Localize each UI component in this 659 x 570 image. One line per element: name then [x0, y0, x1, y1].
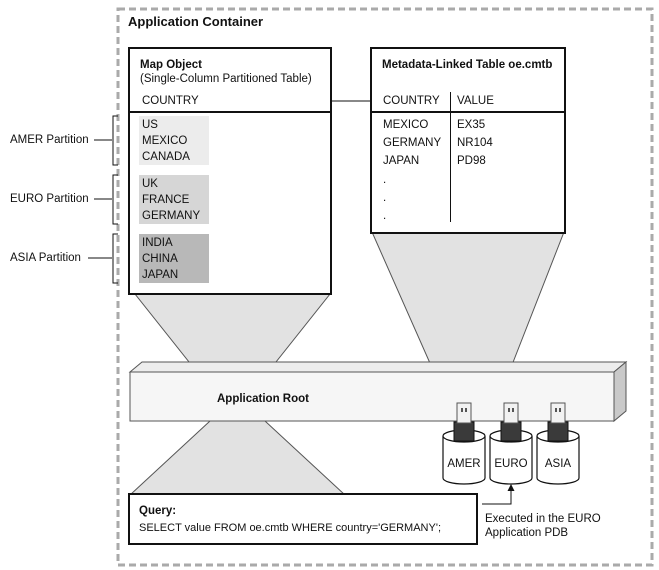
- euro-row: FRANCE: [142, 194, 190, 206]
- app-root-front-face: [129, 371, 615, 422]
- pdb-amer-plug-pin: [461, 408, 463, 412]
- executed-arrow-head: [507, 484, 515, 491]
- pdb-amer-plug-icon: [453, 421, 475, 442]
- amer-bracket: [112, 115, 118, 166]
- app-root-label: Application Root: [217, 393, 309, 405]
- pdb-amer-plug-prong-icon: [456, 402, 472, 424]
- euro-row: GERMANY: [142, 210, 201, 222]
- query-projection: [128, 420, 347, 496]
- amer-row: US: [142, 119, 158, 131]
- metadata-ellipsis: .: [383, 174, 387, 186]
- map-object-column-header: COUNTRY: [142, 95, 199, 107]
- amer-row: MEXICO: [142, 135, 188, 147]
- metadata-column-divider: [450, 92, 451, 222]
- asia-row: INDIA: [142, 237, 173, 249]
- amer-partition-label: AMER Partition: [10, 134, 89, 146]
- pdb-amer-cylinder-body: [442, 436, 486, 485]
- metadata-ellipsis: .: [383, 192, 387, 204]
- euro-partition-block: [139, 175, 209, 224]
- map-object-title: Map Object: [140, 59, 202, 71]
- asia-row: CHINA: [142, 253, 178, 265]
- pdb-asia-cylinder-body: [536, 436, 580, 485]
- metadata-cell-value: EX35: [457, 119, 486, 131]
- asia-partition-label: ASIA Partition: [10, 252, 81, 264]
- pdb-euro-plug-prong-icon: [503, 402, 519, 424]
- amer-partition-block: [139, 116, 209, 165]
- pdb-cylinders: [442, 402, 580, 485]
- metadata-header-rule: [372, 111, 564, 113]
- executed-arrow-line: [482, 490, 512, 505]
- pdb-euro-plug-pin: [508, 408, 510, 412]
- metadata-header-value: VALUE: [457, 95, 494, 107]
- metadata-ellipsis: .: [383, 210, 387, 222]
- asia-partition-block: [139, 234, 209, 283]
- executed-note-line: Executed in the EURO: [485, 513, 601, 525]
- container-title: Application Container: [128, 14, 264, 29]
- map-object-header-rule: [130, 111, 330, 113]
- pdb-asia-label: ASIA: [544, 458, 572, 470]
- pdb-amer-label: AMER: [447, 458, 481, 470]
- metadata-cell-value: NR104: [457, 137, 493, 149]
- map-object-subtitle: (Single-Column Partitioned Table): [140, 73, 312, 85]
- app-root-side-face: [613, 360, 627, 423]
- metadata-table-title: Metadata-Linked Table oe.cmtb: [382, 59, 553, 71]
- metadata-cell-country: GERMANY: [383, 137, 442, 149]
- metadata-cell-country: JAPAN: [383, 155, 420, 167]
- map-object-projection: [133, 293, 332, 373]
- metadata-cell-value: PD98: [457, 155, 486, 167]
- app-root-top-face: [128, 361, 628, 373]
- pdb-euro-plug-pin: [512, 408, 514, 412]
- amer-row: CANADA: [142, 151, 190, 163]
- metadata-table-box: [370, 47, 566, 234]
- pdb-asia-plug-pin: [559, 408, 561, 412]
- pdb-euro-label: EURO: [494, 458, 528, 470]
- metadata-table-projection: [371, 231, 565, 371]
- query-box: [128, 493, 478, 545]
- pdb-amer-plug-pin: [465, 408, 467, 412]
- pdb-asia-plug-icon: [547, 421, 569, 442]
- asia-row: JAPAN: [142, 269, 179, 281]
- metadata-cell-country: MEXICO: [383, 119, 429, 131]
- pdb-euro-cylinder-body: [489, 436, 533, 485]
- application-container-border: [116, 7, 654, 567]
- pdb-asia-plug-pin: [555, 408, 557, 412]
- pdb-asia-plug-prong-icon: [550, 402, 566, 424]
- executed-note-line: Application PDB: [485, 527, 569, 539]
- query-sql: SELECT value FROM oe.cmtb WHERE country=…: [139, 522, 441, 534]
- euro-bracket: [112, 174, 118, 225]
- query-title: Query:: [139, 505, 177, 517]
- pdb-euro-plug-icon: [500, 421, 522, 442]
- euro-row: UK: [142, 178, 158, 190]
- asia-bracket: [112, 233, 118, 284]
- metadata-header-country: COUNTRY: [383, 95, 440, 107]
- euro-partition-label: EURO Partition: [10, 193, 89, 205]
